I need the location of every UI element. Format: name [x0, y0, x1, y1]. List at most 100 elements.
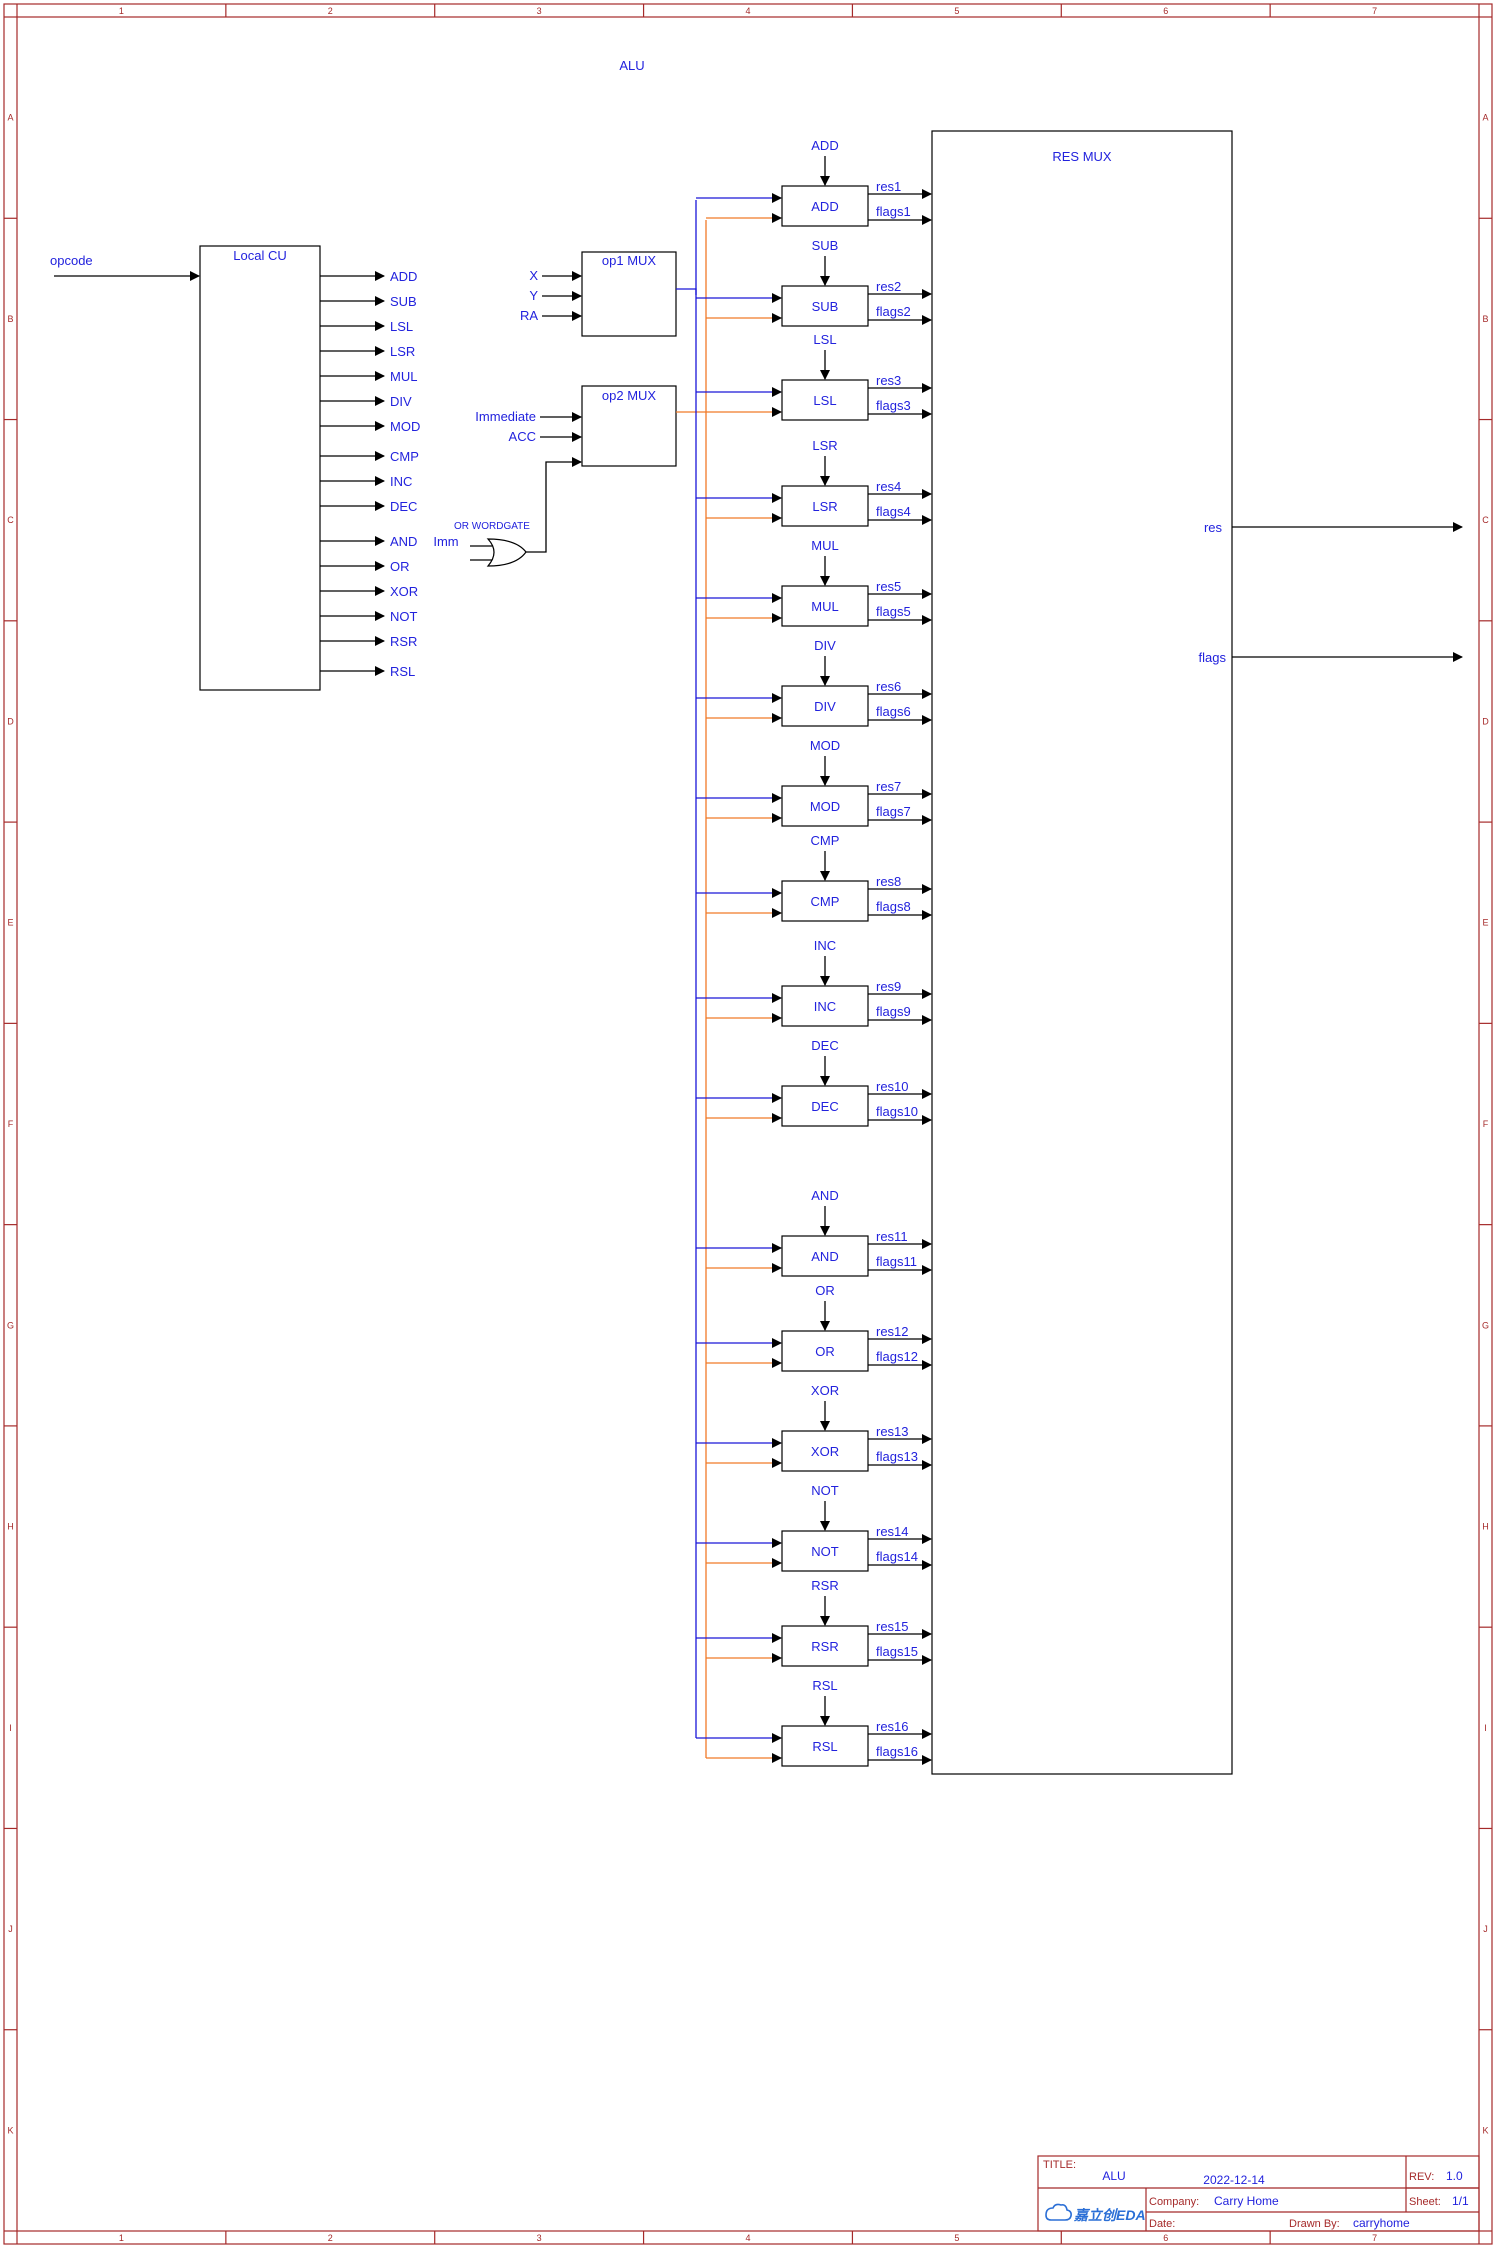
unit-control-label: MUL [811, 538, 838, 553]
local-cu-title: Local CU [233, 248, 286, 263]
unit-res-label: res5 [876, 579, 901, 594]
op1-input-x-label: X [529, 268, 538, 283]
title-block-sheet-key: Sheet: [1409, 2196, 1441, 2208]
unit-control-label: RSR [811, 1578, 838, 1593]
cloud-logo-icon [1045, 2203, 1072, 2221]
unit-flags-label: flags15 [876, 1644, 918, 1659]
cu-output-label: CMP [390, 449, 419, 464]
unit-control-label: LSL [813, 332, 836, 347]
ruler-column-label: 7 [1372, 2233, 1377, 2243]
unit-res-label: res4 [876, 479, 901, 494]
unit-control-label: SUB [812, 238, 839, 253]
page-title: ALU [619, 58, 644, 73]
ruler-column-label: 6 [1163, 2233, 1168, 2243]
ruler-column-label: 1 [119, 6, 124, 16]
cu-output-label: SUB [390, 294, 417, 309]
ruler-column-label: 3 [537, 2233, 542, 2243]
unit-flags-label: flags13 [876, 1449, 918, 1464]
unit-res-label: res12 [876, 1324, 909, 1339]
unit-name: NOT [811, 1544, 839, 1559]
unit-res-label: res15 [876, 1619, 909, 1634]
title-block: TITLE: ALU 2022-12-14 REV: 1.0 Company: … [1037, 2155, 1480, 2232]
title-block-company-key: Company: [1149, 2196, 1199, 2208]
ruler-row-label: F [8, 1119, 14, 1129]
sheet-inner-border [16, 16, 1480, 2232]
unit-flags-label: flags7 [876, 804, 911, 819]
ruler-column-label: 3 [537, 6, 542, 16]
unit-block [781, 685, 869, 727]
unit-block [781, 1625, 869, 1667]
ruler-column-label: 5 [954, 2233, 959, 2243]
unit-flags-label: flags5 [876, 604, 911, 619]
unit-flags-label: flags1 [876, 204, 911, 219]
cu-output-label: RSR [390, 634, 417, 649]
op2-mux-block [581, 385, 677, 467]
opcode-label: opcode [50, 253, 93, 268]
unit-name: XOR [811, 1444, 839, 1459]
ruler-column-label: 5 [954, 6, 959, 16]
op1-input-y-label: Y [529, 288, 538, 303]
unit-control-label: DEC [811, 1038, 838, 1053]
unit-res-label: res2 [876, 279, 901, 294]
ruler-column-label: 2 [328, 6, 333, 16]
unit-res-label: res11 [876, 1229, 908, 1244]
res-mux-title: RES MUX [1052, 149, 1112, 164]
ruler-row-label: K [7, 2125, 13, 2135]
unit-res-label: res13 [876, 1424, 909, 1439]
unit-block [781, 785, 869, 827]
ruler-row-label: C [1482, 515, 1489, 525]
ruler-row-label: F [1483, 1119, 1489, 1129]
ruler-row-label: E [7, 918, 13, 928]
title-block-company-value: Carry Home [1214, 2194, 1279, 2208]
ruler-row-label: H [7, 1522, 14, 1532]
unit-name: ADD [811, 199, 838, 214]
sheet-outer-border [3, 3, 1493, 2245]
ruler-row-label: B [1482, 314, 1488, 324]
unit-name: MOD [810, 799, 840, 814]
unit-flags-label: flags9 [876, 1004, 911, 1019]
unit-control-label: AND [811, 1188, 838, 1203]
unit-name: DEC [811, 1099, 838, 1114]
cu-output-label: OR [390, 559, 410, 574]
cu-output-label: MOD [390, 419, 420, 434]
ruler-row-label: C [7, 515, 14, 525]
unit-control-label: CMP [811, 833, 840, 848]
unit-name: LSL [813, 393, 836, 408]
ruler-row-label: I [9, 1723, 12, 1733]
unit-name: DIV [814, 699, 836, 714]
unit-control-label: DIV [814, 638, 836, 653]
cu-output-label: DIV [390, 394, 412, 409]
unit-block [781, 880, 869, 922]
unit-flags-label: flags16 [876, 1744, 918, 1759]
title-block-drawn-by-value: carryhome [1353, 2216, 1410, 2230]
unit-name: RSR [811, 1639, 838, 1654]
op2-input-immediate-label: Immediate [475, 409, 536, 424]
or-gate-output-wire [526, 457, 582, 553]
unit-flags-label: flags10 [876, 1104, 918, 1119]
title-block-title-value: ALU [1102, 2169, 1125, 2183]
unit-res-label: res16 [876, 1719, 909, 1734]
unit-name: CMP [811, 894, 840, 909]
unit-control-label: XOR [811, 1383, 839, 1398]
unit-name: INC [814, 999, 836, 1014]
unit-res-label: res6 [876, 679, 901, 694]
unit-control-label: RSL [812, 1678, 837, 1693]
ruler-row-label: D [1482, 716, 1489, 726]
unit-res-label: res10 [876, 1079, 909, 1094]
cu-output-label: MUL [390, 369, 417, 384]
ruler-column-label: 1 [119, 2233, 124, 2243]
cu-output-label: LSR [390, 344, 415, 359]
op1-mux-block [581, 251, 677, 337]
or-gate-icon [486, 538, 527, 567]
res-output-label: res [1204, 520, 1223, 535]
unit-flags-label: flags14 [876, 1549, 918, 1564]
ruler-column-label: 2 [328, 2233, 333, 2243]
operand-buses [695, 200, 707, 1758]
unit-flags-label: flags6 [876, 704, 911, 719]
op1-mux-title: op1 MUX [602, 253, 657, 268]
cu-output-label: LSL [390, 319, 413, 334]
unit-control-label: INC [814, 938, 836, 953]
unit-name: OR [815, 1344, 835, 1359]
title-block-logo-text: 嘉立创EDA [1073, 2207, 1146, 2223]
ruler-row-label: A [1482, 113, 1488, 123]
